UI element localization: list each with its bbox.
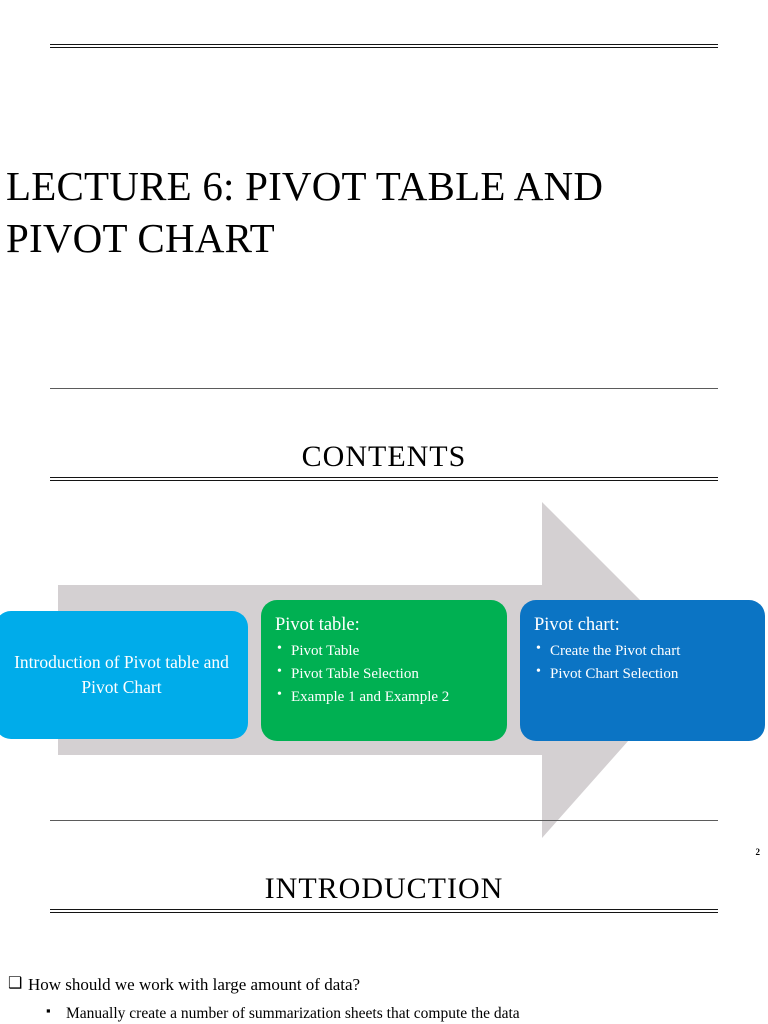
introduction-bullet-level2: Manually create a number of summarizatio… — [8, 1003, 758, 1024]
list-item: Example 1 and Example 2 — [275, 684, 497, 709]
contents-heading: CONTENTS — [301, 440, 467, 473]
list-item: Pivot Table Selection — [275, 661, 497, 686]
introduction-bullet-level1: How should we work with large amount of … — [8, 974, 758, 996]
content-box-introduction[interactable]: Introduction of Pivot table and Pivot Ch… — [0, 611, 248, 739]
content-box-pivot-table[interactable]: Pivot table: Pivot Table Pivot Table Sel… — [261, 600, 507, 741]
content-box-pivot-chart-list: Create the Pivot chart Pivot Chart Selec… — [534, 638, 755, 686]
content-box-pivot-table-list: Pivot Table Pivot Table Selection Exampl… — [275, 638, 497, 709]
introduction-top-rule — [50, 820, 718, 821]
content-box-pivot-chart-title: Pivot chart: — [534, 615, 620, 635]
introduction-heading: INTRODUCTION — [264, 872, 504, 905]
introduction-body: How should we work with large amount of … — [8, 974, 758, 1024]
contents-top-rule — [50, 388, 718, 389]
list-item: Pivot Chart Selection — [534, 661, 755, 686]
content-box-pivot-table-title: Pivot table: — [275, 615, 360, 635]
title-top-rule — [50, 44, 718, 48]
introduction-bottom-rule — [50, 909, 718, 913]
page-title: LECTURE 6: PIVOT TABLE AND PIVOT CHART — [6, 163, 604, 262]
list-item: Create the Pivot chart — [534, 638, 755, 663]
content-box-introduction-title: Introduction of Pivot table and Pivot Ch… — [14, 651, 229, 697]
page-number: 2 — [755, 847, 761, 857]
content-box-pivot-chart[interactable]: Pivot chart: Create the Pivot chart Pivo… — [520, 600, 765, 741]
list-item: Pivot Table — [275, 638, 497, 663]
contents-bottom-rule — [50, 477, 718, 481]
